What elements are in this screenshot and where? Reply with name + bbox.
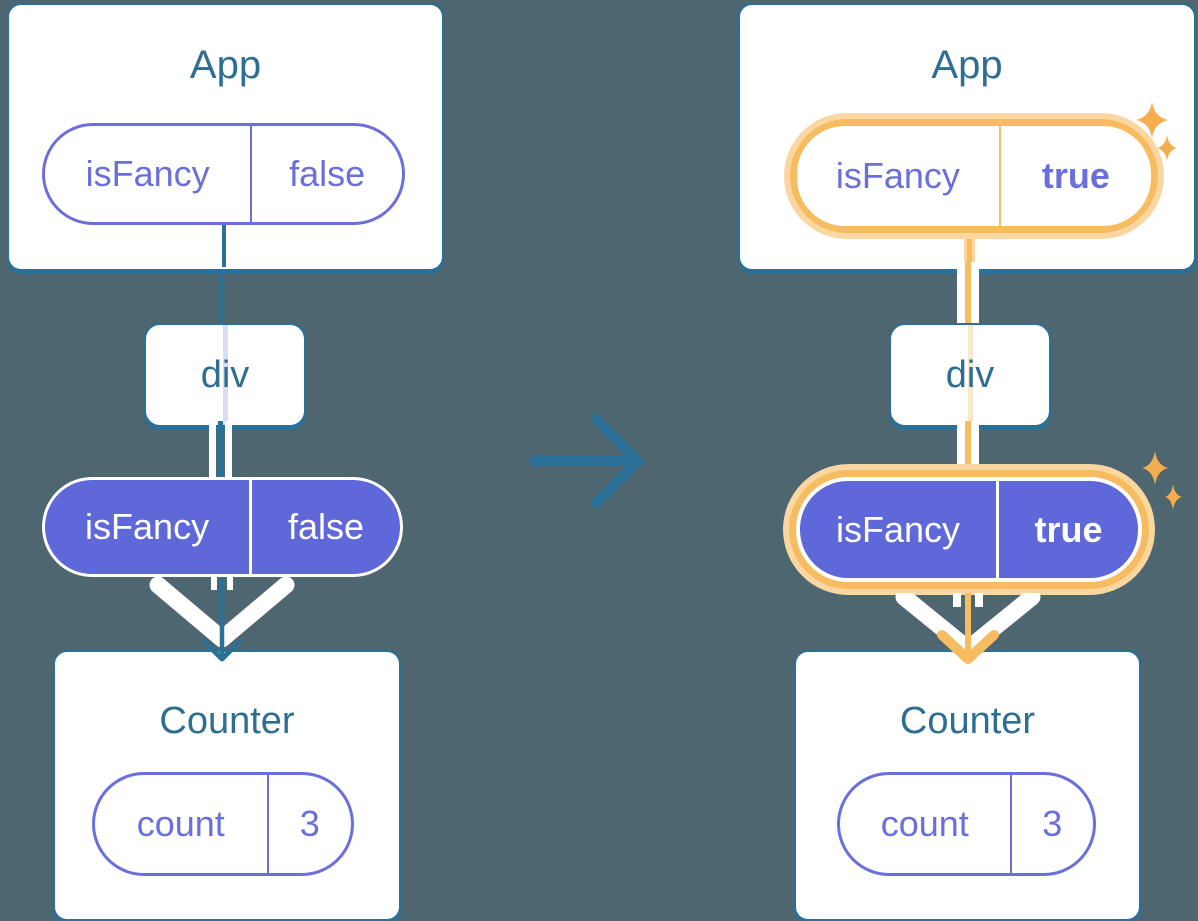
counter-card-before: Counter count 3 [53,650,401,921]
div-box-after: div [889,323,1051,427]
counter-card-after: Counter count 3 [794,650,1141,921]
div-to-prop-band-left [209,421,232,479]
state-name: count [95,775,269,873]
app-title: App [189,43,262,87]
prop-pill-isfancy-false: isFancy false [42,123,405,225]
down-arrow-icon [149,577,295,662]
passed-prop-pill-false: isFancy false [42,477,403,577]
div-box-before: div [144,323,306,427]
counter-title: Counter [899,700,1036,742]
state-value: 3 [1042,803,1063,844]
passed-prop-pill-true: isFancy true [783,464,1155,595]
sparkle-icon [1142,451,1168,485]
sparkle-icon [1157,135,1177,161]
prop-pass-through-line [222,325,228,425]
state-pill-count: count 3 [92,772,354,876]
prop-name: isFancy [45,126,253,222]
state-name: count [840,775,1012,873]
prop-value: false [289,153,366,194]
prop-name: isFancy [45,480,253,574]
app-card-after: App isFancy true [738,3,1196,271]
prop-value: true [1041,155,1110,196]
prop-stem-line [964,237,975,267]
div-to-prop-band-right [957,421,979,467]
app-to-div-band-right [957,262,979,323]
prop-value: true [1034,508,1103,550]
prop-pass-through-line [967,325,973,425]
div-label: div [945,353,995,396]
app-title: App [931,43,1003,87]
state-pill-count: count 3 [837,772,1096,876]
app-to-div-line-left [220,240,224,323]
prop-name: isFancy [800,481,1000,578]
prop-name: isFancy [797,126,1001,226]
down-arrow-icon [895,593,1041,664]
div-label: div [200,353,250,396]
sparkle-icon [1165,484,1182,510]
prop-pill-isfancy-true: isFancy true [784,113,1164,239]
state-value: 3 [299,803,320,844]
prop-value: false [288,506,365,547]
app-card-before: App isFancy false [7,3,444,271]
transition-arrow-icon [529,414,643,508]
sparkle-icon [1136,102,1168,138]
prop-stem-line [222,225,226,267]
counter-title: Counter [159,700,295,742]
